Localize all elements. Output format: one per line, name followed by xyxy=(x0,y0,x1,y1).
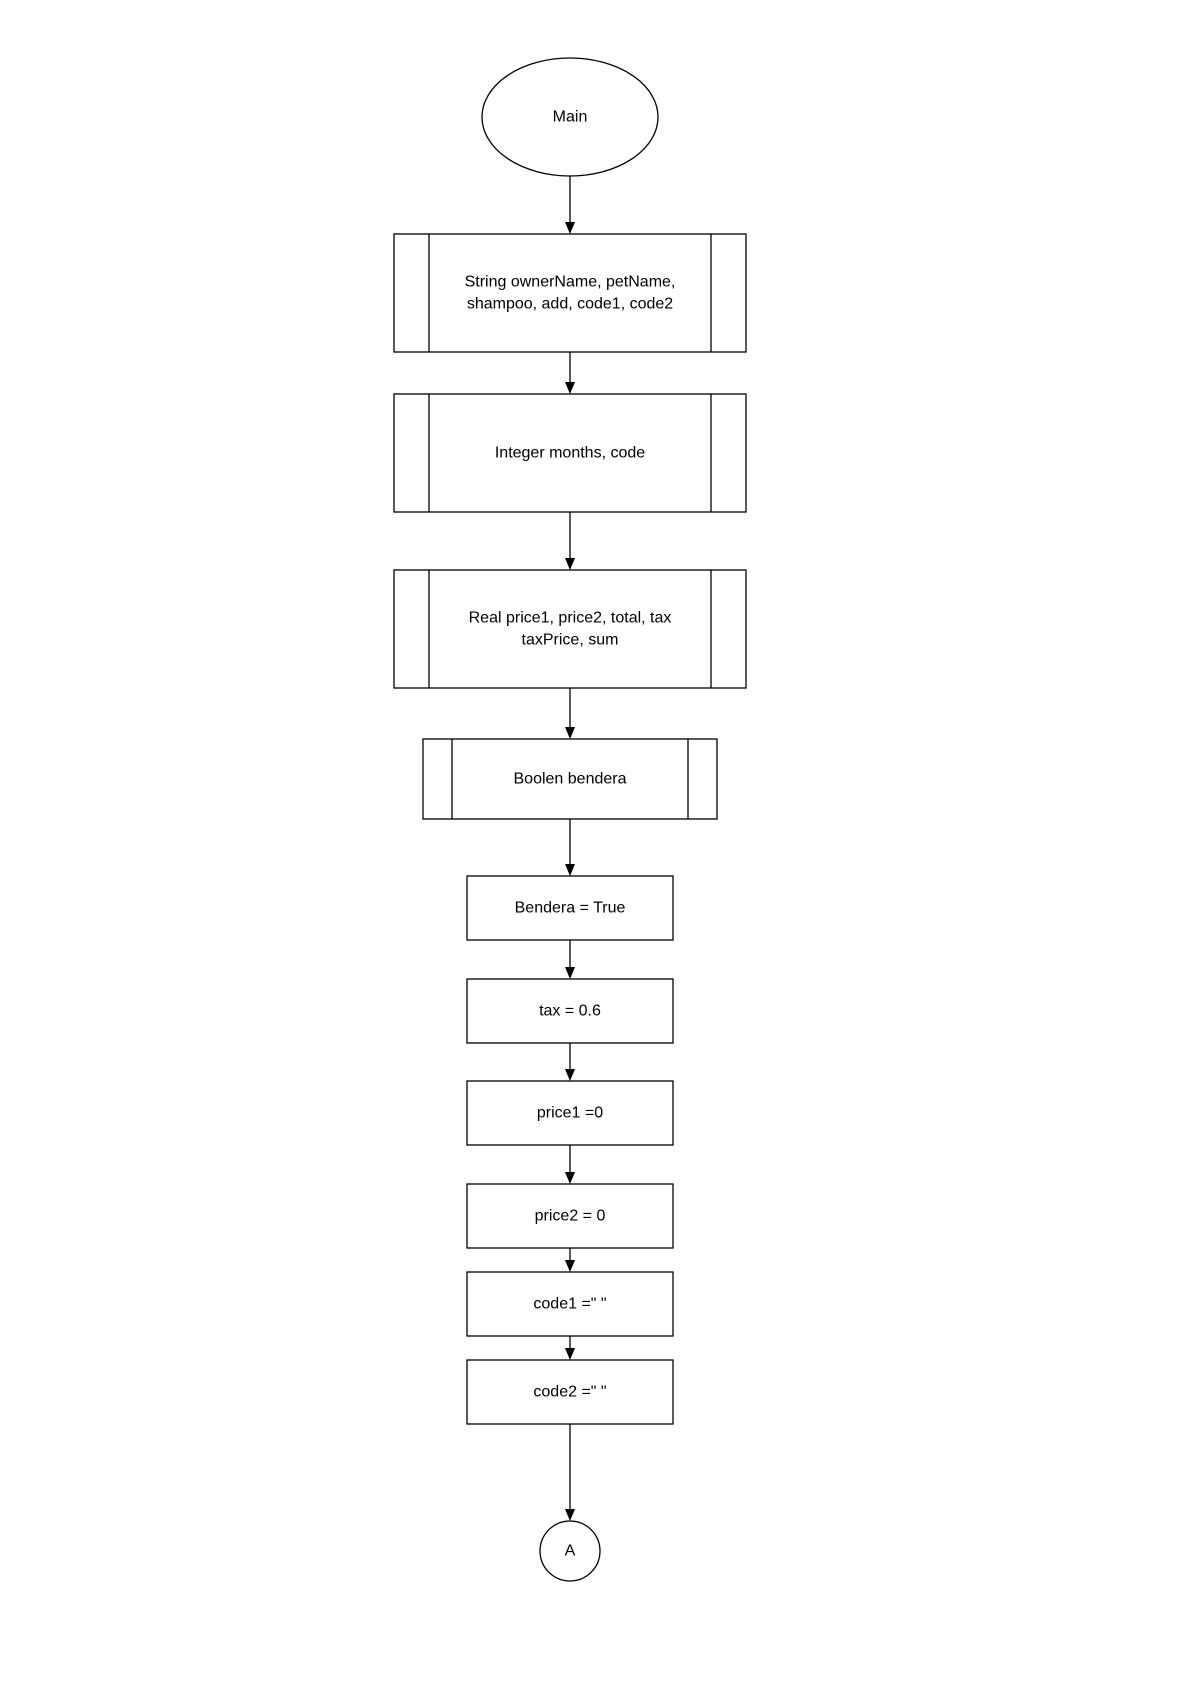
flow-arrow xyxy=(565,1336,575,1360)
predefined-process-shape xyxy=(422,738,718,820)
node-assign-price2: price2 = 0 xyxy=(466,1183,674,1249)
node-label: Bendera = True xyxy=(515,900,626,917)
flow-arrow xyxy=(565,352,575,394)
flow-arrow xyxy=(565,1043,575,1081)
node-decl-string: String ownerName, petName, shampoo, add, … xyxy=(393,233,747,353)
node-label: shampoo, add, code1, code2 xyxy=(467,296,673,313)
flow-arrow xyxy=(565,512,575,570)
node-label: A xyxy=(565,1543,576,1560)
arrowhead-icon xyxy=(565,382,575,394)
arrowhead-icon xyxy=(565,864,575,876)
flow-arrow xyxy=(565,688,575,739)
node-assign-price1: price1 =0 xyxy=(466,1080,674,1146)
node-label: tax = 0.6 xyxy=(539,1003,601,1020)
node-label: Integer months, code xyxy=(495,445,645,462)
node-label: Boolen bendera xyxy=(514,771,627,788)
terminator-shape xyxy=(481,57,659,177)
process-shape xyxy=(466,1271,674,1337)
predefined-process-shape xyxy=(393,569,747,689)
process-shape xyxy=(466,978,674,1044)
node-label: code1 =" " xyxy=(533,1296,606,1313)
connector-shape xyxy=(539,1520,601,1582)
predefined-process-shape xyxy=(393,233,747,353)
node-label: Real price1, price2, total, tax xyxy=(469,610,672,627)
node-label: String ownerName, petName, xyxy=(465,274,676,291)
arrowhead-icon xyxy=(565,1069,575,1081)
arrowhead-icon xyxy=(565,1348,575,1360)
process-shape xyxy=(466,1359,674,1425)
node-label: price1 =0 xyxy=(537,1105,603,1122)
flow-arrow xyxy=(565,1145,575,1184)
process-shape xyxy=(466,1183,674,1249)
arrowhead-icon xyxy=(565,558,575,570)
node-decl-boolean: Boolen bendera xyxy=(422,738,718,820)
process-shape xyxy=(466,1080,674,1146)
predefined-process-shape xyxy=(393,393,747,513)
node-label: Main xyxy=(553,109,588,126)
node-main: Main xyxy=(481,57,659,177)
edges-layer xyxy=(565,176,575,1521)
node-assign-code1: code1 =" " xyxy=(466,1271,674,1337)
flow-arrow xyxy=(565,1248,575,1272)
flow-arrow xyxy=(565,1424,575,1521)
arrowhead-icon xyxy=(565,1509,575,1521)
node-decl-integer: Integer months, code xyxy=(393,393,747,513)
arrowhead-icon xyxy=(565,727,575,739)
node-label: price2 = 0 xyxy=(535,1208,606,1225)
node-label: taxPrice, sum xyxy=(522,632,619,649)
process-shape xyxy=(466,875,674,941)
flow-arrow xyxy=(565,176,575,234)
node-decl-real: Real price1, price2, total, tax taxPrice,… xyxy=(393,569,747,689)
arrowhead-icon xyxy=(565,1172,575,1184)
node-connector-a: A xyxy=(539,1520,601,1582)
node-assign-tax: tax = 0.6 xyxy=(466,978,674,1044)
arrowhead-icon xyxy=(565,222,575,234)
arrowhead-icon xyxy=(565,967,575,979)
flow-arrow xyxy=(565,819,575,876)
node-assign-code2: code2 =" " xyxy=(466,1359,674,1425)
flow-arrow xyxy=(565,940,575,979)
node-label: code2 =" " xyxy=(533,1384,606,1401)
arrowhead-icon xyxy=(565,1260,575,1272)
node-assign-bendera: Bendera = True xyxy=(466,875,674,941)
